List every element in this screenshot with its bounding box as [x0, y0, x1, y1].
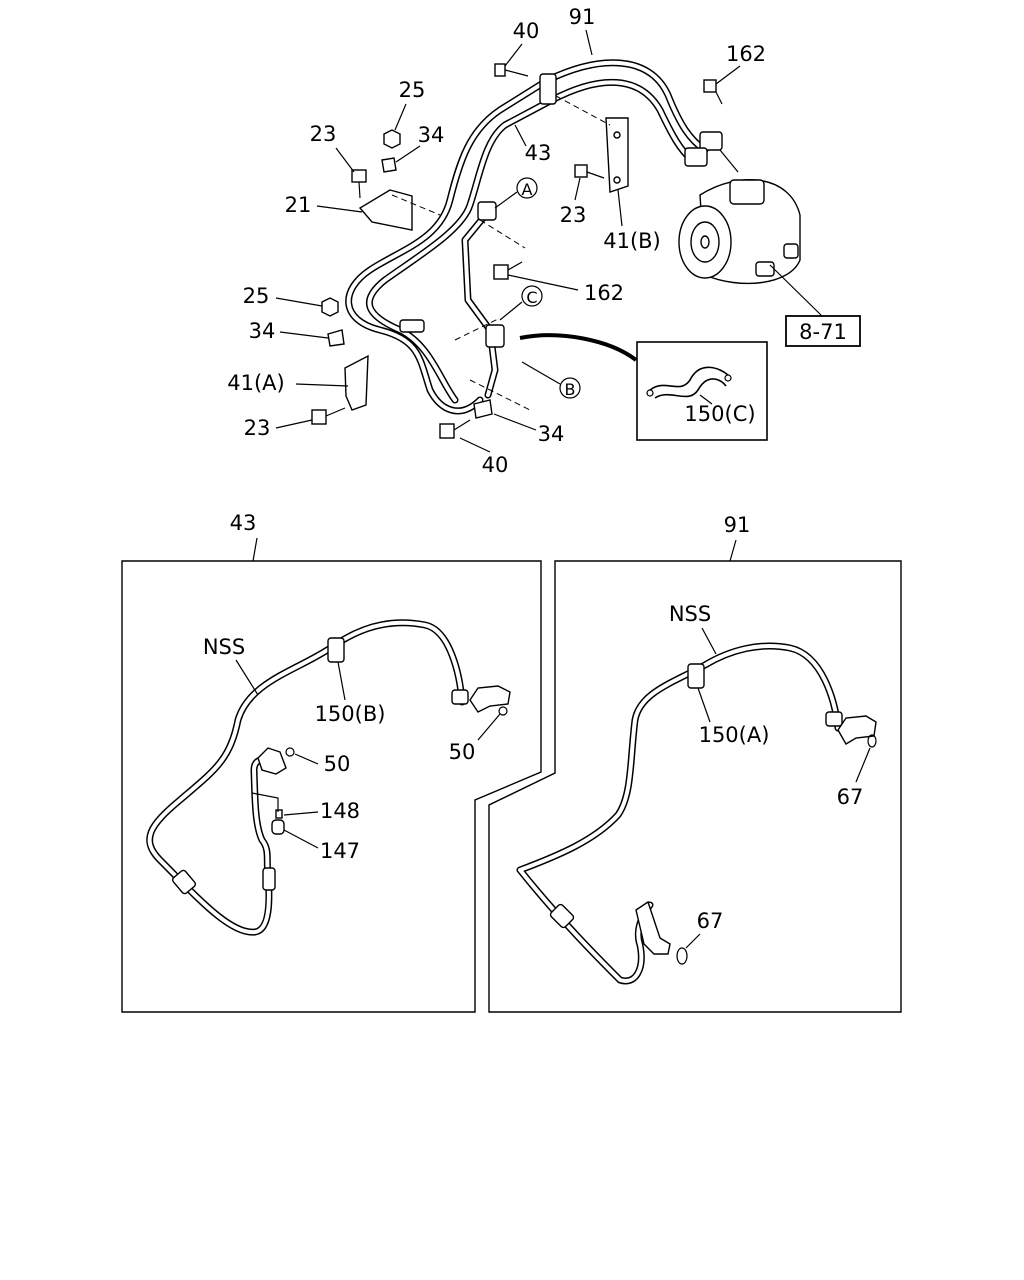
panel-91-67-upper: 67: [837, 785, 864, 809]
overview-assembly: 8-71 150(C) A B C 40: [227, 5, 861, 477]
inset-box: [636, 341, 768, 441]
pipe-43-detail: [146, 619, 466, 936]
inset-label: 150(C): [684, 402, 755, 426]
harness-150c: [646, 366, 732, 399]
panel-43-50-left: 50: [324, 752, 351, 776]
reference-label: 8-71: [799, 320, 847, 344]
bolt-23-bot: [311, 407, 346, 425]
panel-43-frame: [121, 560, 542, 1013]
bolt-162-mid: [493, 261, 523, 280]
svg-text:C: C: [526, 288, 537, 307]
bolt-162-top: [703, 79, 723, 105]
panel-43-150b: 150(B): [315, 702, 386, 726]
label-34-bot: 34: [538, 422, 565, 446]
label-43-top: 43: [525, 141, 552, 165]
panel-43-148: 148: [320, 799, 360, 823]
label-23-mid: 23: [560, 203, 587, 227]
label-40-bot: 40: [482, 453, 509, 477]
pipe-43-overview: [365, 78, 696, 404]
panel-91-nss: NSS: [669, 602, 711, 626]
label-34-top: 34: [418, 123, 445, 147]
fitting-43-left: [257, 747, 287, 775]
fitting-91-right: [837, 715, 877, 745]
inset-arrow: [519, 333, 638, 362]
part-148: [275, 809, 283, 819]
label-40-top: 40: [513, 19, 540, 43]
label-25-left: 25: [243, 284, 270, 308]
clamp-150b: [327, 637, 345, 663]
clamp-150a: [687, 663, 705, 689]
callout-a: A: [494, 177, 538, 209]
label-41a: 41(A): [227, 371, 284, 395]
bracket-41a: [344, 354, 369, 411]
label-162-top: 162: [726, 42, 766, 66]
label-23-bot: 23: [244, 416, 271, 440]
svg-text:B: B: [565, 380, 576, 399]
label-91-top: 91: [569, 5, 596, 29]
nut-25-top: [383, 129, 401, 149]
part-147: [271, 819, 285, 835]
panel-91-title: 91: [724, 513, 751, 537]
fitting-91-left: [635, 900, 671, 955]
pipe-91-detail: [516, 642, 842, 985]
compressor: [678, 179, 801, 285]
bolt-40-top: [494, 63, 529, 77]
bolt-23-top: [351, 169, 367, 199]
label-162-mid: 162: [584, 281, 624, 305]
fitting-43-right: [469, 685, 511, 713]
callout-c: C: [499, 285, 543, 321]
label-21: 21: [285, 193, 312, 217]
panel-43-title: 43: [230, 511, 257, 535]
pipe-91-overview: [345, 59, 709, 415]
panel-43-50-right: 50: [449, 740, 476, 764]
panel-91-150a: 150(A): [699, 723, 770, 747]
panel-43: 43 NSS 150(B) 50 50 148 147: [121, 511, 542, 1013]
panel-91: 91 NSS 150(A) 67 67: [488, 513, 902, 1013]
clip-34-top: [381, 157, 397, 173]
bracket-41b: [605, 117, 629, 193]
clip-34-bot: [473, 399, 493, 419]
reference-box: [785, 315, 861, 347]
panel-91-67-lower: 67: [697, 909, 724, 933]
label-23-top: 23: [310, 122, 337, 146]
bracket-21: [358, 189, 413, 231]
panel-43-147: 147: [320, 839, 360, 863]
bolt-40-bot: [439, 419, 471, 439]
clip-34-left: [327, 329, 345, 347]
label-25-top: 25: [399, 78, 426, 102]
panel-91-frame: [488, 560, 902, 1013]
bolt-23-mid: [574, 164, 605, 179]
svg-text:A: A: [522, 180, 533, 199]
label-41b: 41(B): [603, 229, 661, 253]
label-34-left: 34: [249, 319, 276, 343]
callout-b: B: [521, 361, 581, 399]
nut-25-left: [321, 297, 339, 317]
panel-43-nss: NSS: [203, 635, 245, 659]
